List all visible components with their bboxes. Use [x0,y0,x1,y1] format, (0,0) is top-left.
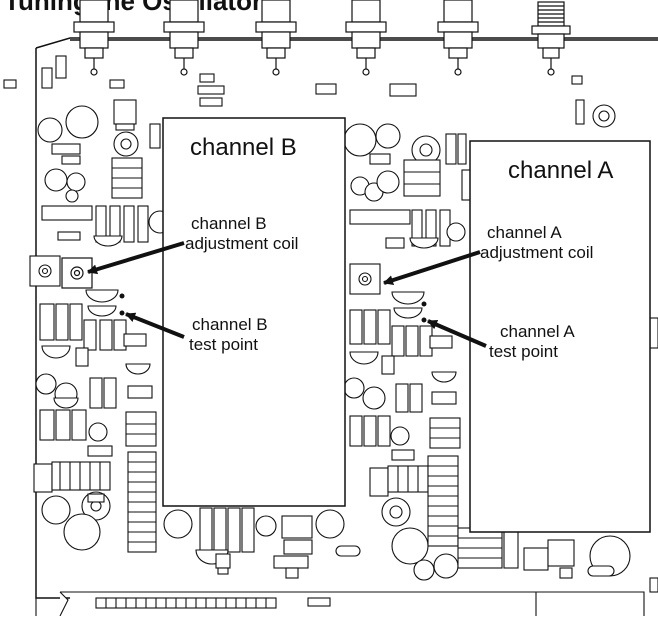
channel-a-panel [469,140,651,533]
channel-a-test-point-pin [421,317,427,323]
channel-b-test-point-dot [119,293,125,299]
channel-a-panel-label: channel A [508,157,613,184]
channel-a-testpoint-arrow [427,319,487,348]
connector-1 [73,0,115,76]
right-components [457,169,658,593]
connector-4 [345,0,387,76]
channel-a-coil-label-line1: channel A [487,223,562,242]
connector-5 [437,0,479,76]
channel-b-coil-label-line2: adjustment coil [185,234,298,253]
connector-2 [163,0,205,76]
channel-b-panel [162,117,346,507]
channel-b-testpoint-label-line1: channel B [192,315,268,334]
channel-b-coil-label-line1: channel B [191,214,267,233]
connector-6-threaded [531,1,571,76]
channel-a-testpoint-label-line1: channel A [500,322,575,341]
channel-b-coil-highlight [61,257,93,289]
middle-components [163,123,467,581]
channel-a-testpoint-label-line2: test point [489,342,558,361]
channel-b-testpoint-label-line2: test point [189,335,258,354]
channel-a-coil-label-line2: adjustment coil [480,243,593,262]
connector-3 [255,0,297,76]
channel-b-test-point-pin [119,310,125,316]
page-title: Tuning the Oscillator [4,0,262,16]
channel-a-test-point-dot [421,301,427,307]
channel-a-coil-arrow [383,250,481,285]
channel-b-panel-label: channel B [190,134,297,161]
left-components [3,55,616,553]
bottom-connector-strip [35,591,645,617]
top-connectors [73,0,571,76]
channel-b-testpoint-arrow [125,312,185,339]
channel-b-coil-arrow [87,241,185,275]
